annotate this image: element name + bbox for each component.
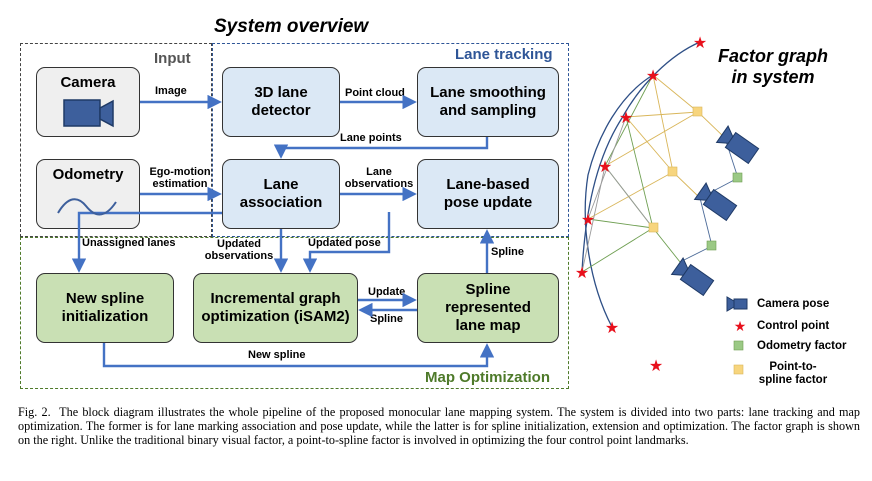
camera-box-label: Camera (60, 74, 116, 91)
svg-text:★: ★ (646, 66, 660, 85)
caption-label: Fig. 2. (18, 405, 51, 419)
lane-detector-label: 3D lane detector (251, 84, 311, 119)
lane-association-label: Lane association (239, 176, 323, 211)
svg-text:★: ★ (649, 356, 663, 375)
camera-icon (63, 99, 114, 128)
lane-tracking-region-label: Lane tracking (455, 46, 553, 63)
spline-curves (581, 41, 701, 328)
spline-map-label: Spline represented lane map (445, 281, 531, 334)
region-lane-tracking (212, 43, 569, 237)
edge-label-point-cloud: Point cloud (345, 87, 405, 99)
pose-update-box: Lane-based pose update (417, 159, 559, 229)
odometry-box: Odometry (36, 159, 140, 229)
odometry-factors (706, 172, 743, 251)
edge-label-lane-points: Lane points (340, 132, 402, 144)
region-map-optimization (20, 237, 569, 389)
legend-point-to-spline-factor: Point-to-spline factor (758, 361, 828, 386)
pipeline-figure: System overview Factor graph in system I… (20, 16, 847, 389)
map-optimization-region-label: Map Optimization (425, 369, 550, 386)
svg-text:★: ★ (605, 318, 619, 337)
legend-camera-pose: Camera pose (757, 298, 830, 310)
incremental-optimization-box: Incremental graph optimization (iSAM2) (193, 273, 358, 343)
legend-symbols: ★ (726, 296, 748, 375)
lane-detector-box: 3D lane detector (222, 67, 340, 137)
point-to-spline-factors (648, 106, 703, 233)
factor-graph-title: Factor graph in system (718, 46, 829, 87)
control-points: ★ ★ ★ ★ ★ ★ ★ ★ (575, 33, 707, 375)
edge-label-updated-pose: Updated pose (308, 237, 381, 249)
pose-update-label: Lane-based pose update (443, 176, 533, 211)
edge-label-ego-motion: Ego-motion estimation (149, 166, 211, 190)
legend-control-point: Control point (757, 320, 830, 332)
legend-odometry-factor: Odometry factor (757, 340, 847, 352)
factor-graph: ★ ★ ★ ★ ★ ★ ★ ★ ★ (575, 33, 760, 375)
arrow-unassigned-lanes (71, 211, 222, 273)
pipeline-arrows (57, 94, 495, 368)
svg-text:★: ★ (581, 210, 595, 229)
spline-map-box: Spline represented lane map (417, 273, 559, 343)
input-region-label: Input (154, 50, 191, 67)
svg-text:★: ★ (693, 33, 707, 52)
region-input (20, 43, 212, 237)
camera-poses (670, 125, 760, 297)
odometry-wave-icon (57, 198, 117, 216)
edge-label-image: Image (155, 85, 187, 97)
edge-label-unassigned-lanes: Unassigned lanes (82, 237, 176, 249)
lane-association-box: Lane association (222, 159, 340, 229)
arrow-updated-pose (302, 212, 391, 273)
edge-label-update: Update (368, 286, 406, 298)
svg-text:★: ★ (598, 157, 612, 176)
arrow-lane-points (273, 137, 489, 159)
caption-text: The block diagram illustrates the whole … (18, 405, 861, 448)
edge-label-lane-observations: Lane observations (344, 166, 414, 190)
arrow-new-spline (102, 343, 495, 368)
odometry-box-label: Odometry (52, 166, 124, 183)
edge-label-updated-observations: Updated observations (204, 238, 274, 262)
svg-text:★: ★ (619, 108, 633, 127)
lane-smoothing-box: Lane smoothing and sampling (417, 67, 559, 137)
edge-label-new-spline: New spline (248, 349, 306, 361)
edge-label-spline-up: Spline (491, 246, 525, 258)
new-spline-box: New spline initialization (36, 273, 174, 343)
figure-caption: Fig. 2. The block diagram illustrates th… (18, 405, 860, 448)
figure-title: System overview (214, 16, 369, 37)
svg-text:★: ★ (575, 263, 589, 282)
lane-smoothing-label: Lane smoothing and sampling (430, 84, 546, 119)
incremental-optimization-label: Incremental graph optimization (iSAM2) (201, 290, 350, 325)
new-spline-label: New spline initialization (61, 290, 149, 325)
svg-text:★: ★ (734, 319, 747, 335)
edge-label-spline-back: Spline (370, 313, 404, 325)
